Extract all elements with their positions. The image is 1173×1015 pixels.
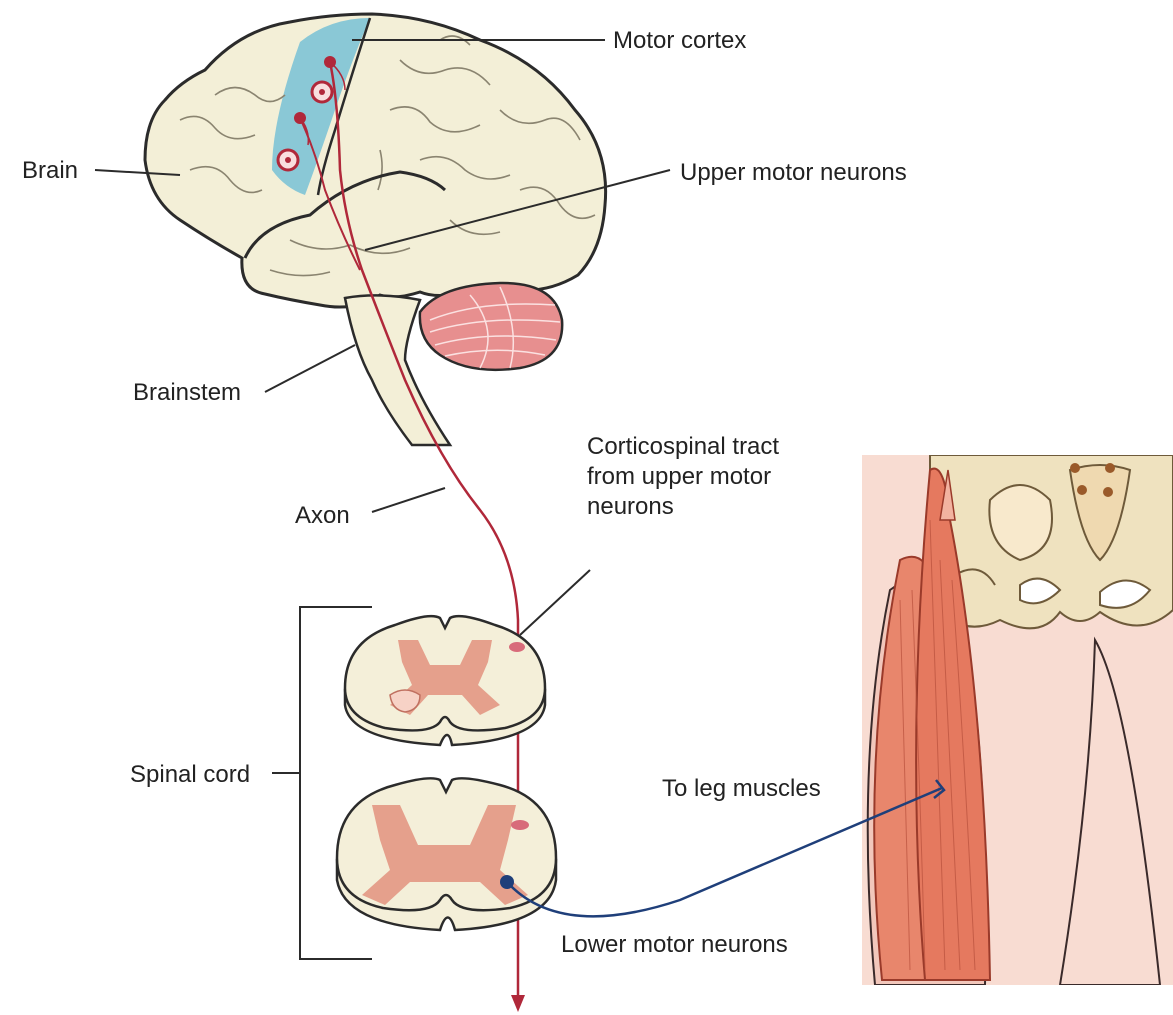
- lower-neuron-body: [500, 875, 514, 889]
- label-spinal-cord: Spinal cord: [130, 760, 250, 790]
- spinal-cord-section-upper: [345, 616, 545, 745]
- label-corticospinal-tract: Corticospinal tract from upper motor neu…: [587, 432, 802, 522]
- leg-panel: [862, 455, 1173, 985]
- label-to-leg-muscles: To leg muscles: [662, 774, 821, 804]
- label-brain: Brain: [22, 156, 78, 186]
- neuron-body: [294, 112, 306, 124]
- tract-spot: [509, 642, 525, 652]
- label-axon: Axon: [295, 501, 350, 531]
- cerebellum: [420, 283, 562, 370]
- label-upper-motor-neurons: Upper motor neurons: [680, 158, 907, 188]
- label-motor-cortex: Motor cortex: [613, 26, 746, 56]
- neuron-body: [324, 56, 336, 68]
- label-brainstem: Brainstem: [133, 378, 241, 408]
- tract-spot: [511, 820, 529, 830]
- spinal-cord-section-lower: [337, 778, 556, 930]
- label-lower-motor-neurons: Lower motor neurons: [561, 930, 788, 960]
- down-arrow: [511, 995, 525, 1012]
- pelvis: [930, 455, 1173, 628]
- cerebrum: [145, 14, 606, 307]
